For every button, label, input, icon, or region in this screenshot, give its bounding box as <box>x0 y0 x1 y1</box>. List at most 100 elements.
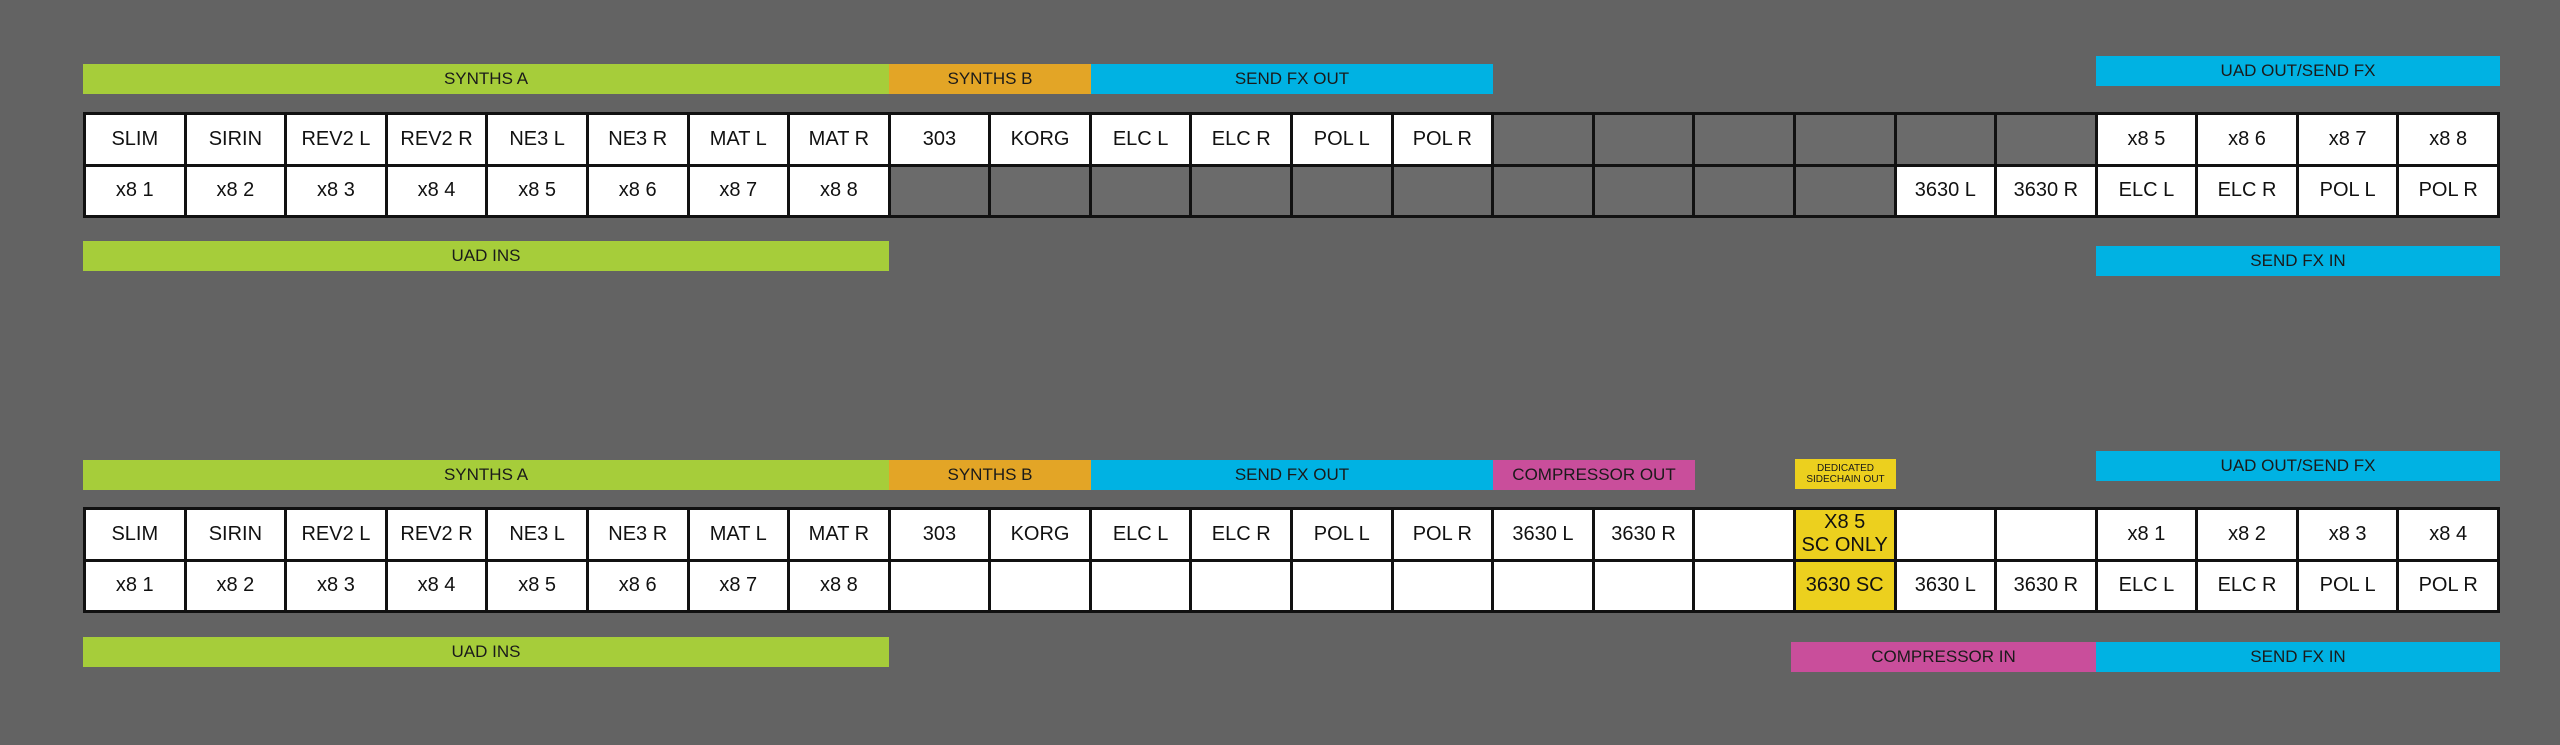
top-jack-row2-col6: x8 6 <box>588 166 687 215</box>
bottom-jack-row2-col2: x8 2 <box>186 561 285 610</box>
bottom-uad-ins-bar: UAD INS <box>83 637 889 667</box>
top-jack-row1-col20 <box>1997 115 2095 164</box>
top-synths-b-bar: SYNTHS B <box>889 64 1091 94</box>
top-jack-row1-col19 <box>1896 115 1995 164</box>
bottom-jack-row2-col9 <box>890 561 989 610</box>
top-jack-row1-col17 <box>1695 115 1793 164</box>
bottom-jack-row1-col18: X8 5 SC ONLY <box>1795 510 1894 559</box>
bottom-jack-row1-col19 <box>1896 510 1995 559</box>
top-uad-out-send-fx-bar: UAD OUT/SEND FX <box>2096 56 2500 86</box>
top-send-fx-out-bar: SEND FX OUT <box>1091 64 1493 94</box>
top-jack-row2-col3: x8 3 <box>287 166 385 215</box>
top-jack-row1-col15 <box>1494 115 1592 164</box>
bottom-jack-row2-col4: x8 4 <box>387 561 486 610</box>
bottom-jack-row1-col16: 3630 R <box>1594 510 1693 559</box>
bottom-dedicated-sidechain-out-bar: DEDICATED SIDECHAIN OUT <box>1795 459 1896 489</box>
bottom-send-fx-in-bar: SEND FX IN <box>2096 642 2500 672</box>
top-uad-ins-label: UAD INS <box>451 246 521 265</box>
bottom-jack-row2-col20: 3630 R <box>1997 561 2095 610</box>
bottom-jack-row1-col17 <box>1695 510 1793 559</box>
top-jack-row1-col4: REV2 R <box>387 115 486 164</box>
top-jack-row2-col8: x8 8 <box>790 166 888 215</box>
top-jack-row1-col1: SLIM <box>86 115 184 164</box>
top-jack-row1-col14: POL R <box>1393 115 1492 164</box>
top-send-fx-in-label: SEND FX IN <box>2250 251 2346 270</box>
top-jack-row2-col21: ELC L <box>2097 166 2196 215</box>
top-jack-row2-col2: x8 2 <box>186 166 285 215</box>
bottom-jack-row2-col24: POL R <box>2399 561 2497 610</box>
bottom-jack-row1-col15: 3630 L <box>1494 510 1592 559</box>
bottom-compressor-in-label: COMPRESSOR IN <box>1871 647 2016 666</box>
top-jack-row2-col15 <box>1494 166 1592 215</box>
bottom-send-fx-out-bar: SEND FX OUT <box>1091 460 1493 490</box>
bottom-jack-row1-col20 <box>1997 510 2095 559</box>
bottom-jack-row2-col21: ELC L <box>2097 561 2196 610</box>
top-uad-ins-bar: UAD INS <box>83 241 889 271</box>
top-jack-row2-col24: POL R <box>2399 166 2497 215</box>
top-jack-row2-col18 <box>1795 166 1894 215</box>
bottom-jack-row1-col7: MAT L <box>689 510 788 559</box>
top-jack-row1-col12: ELC R <box>1192 115 1290 164</box>
bottom-jack-row2-col12 <box>1192 561 1290 610</box>
top-synths-b-label: SYNTHS B <box>947 69 1033 88</box>
top-synths-a-label: SYNTHS A <box>443 69 529 88</box>
bottom-jack-row2-col23: POL L <box>2298 561 2397 610</box>
bottom-jack-row2-col22: ELC R <box>2198 561 2296 610</box>
top-jack-row1-col24: x8 8 <box>2399 115 2497 164</box>
top-jack-row2-col7: x8 7 <box>689 166 788 215</box>
top-jack-row2-col19: 3630 L <box>1896 166 1995 215</box>
top-jack-row2-col11 <box>1091 166 1190 215</box>
bottom-jack-row2-col5: x8 5 <box>488 561 586 610</box>
bottom-jack-row2-col1: x8 1 <box>86 561 184 610</box>
top-send-fx-out-label: SEND FX OUT <box>1234 69 1350 88</box>
bottom-synths-a-bar: SYNTHS A <box>83 460 889 490</box>
bottom-jack-row1-col9: 303 <box>890 510 989 559</box>
bottom-jack-row1-col12: ELC R <box>1192 510 1290 559</box>
bottom-jack-row2-col19: 3630 L <box>1896 561 1995 610</box>
bottom-jack-row2-col14 <box>1393 561 1492 610</box>
bottom-jack-row1-col1: SLIM <box>86 510 184 559</box>
top-jack-row2-col20: 3630 R <box>1997 166 2095 215</box>
top-jack-row2-col1: x8 1 <box>86 166 184 215</box>
bottom-compressor-in-bar: COMPRESSOR IN <box>1791 642 2096 672</box>
bottom-jack-row2-col11 <box>1091 561 1190 610</box>
bottom-send-fx-out-label: SEND FX OUT <box>1234 465 1350 484</box>
bottom-jack-row2-col18: 3630 SC <box>1795 561 1894 610</box>
top-jack-row1-col7: MAT L <box>689 115 788 164</box>
top-jack-row1-col11: ELC L <box>1091 115 1190 164</box>
top-jack-row2-col13 <box>1293 166 1391 215</box>
top-send-fx-in-bar: SEND FX IN <box>2096 246 2500 276</box>
top-synths-a-bar: SYNTHS A <box>83 64 889 94</box>
bottom-synths-a-label: SYNTHS A <box>443 465 529 484</box>
top-jack-row2-col22: ELC R <box>2198 166 2296 215</box>
top-jack-row2-col10 <box>991 166 1089 215</box>
bottom-jack-row2-col15 <box>1494 561 1592 610</box>
bottom-jack-row2-col13 <box>1293 561 1391 610</box>
bottom-dedicated-sidechain-out-label: DEDICATED SIDECHAIN OUT <box>1806 463 1885 485</box>
bottom-jack-row2-col8: x8 8 <box>790 561 888 610</box>
bottom-jack-row1-col10: KORG <box>991 510 1089 559</box>
bottom-jack-row1-col23: x8 3 <box>2298 510 2397 559</box>
bottom-jack-row1-col13: POL L <box>1293 510 1391 559</box>
top-jack-row1-col21: x8 5 <box>2097 115 2196 164</box>
bottom-jack-row1-col22: x8 2 <box>2198 510 2296 559</box>
top-jack-row1-col23: x8 7 <box>2298 115 2397 164</box>
bottom-jack-row1-col21: x8 1 <box>2097 510 2196 559</box>
bottom-jack-row1-col14: POL R <box>1393 510 1492 559</box>
bottom-jack-row1-col3: REV2 L <box>287 510 385 559</box>
top-jack-row2-col5: x8 5 <box>488 166 586 215</box>
bottom-uad-out-send-fx-bar: UAD OUT/SEND FX <box>2096 451 2500 481</box>
top-jack-row2-col23: POL L <box>2298 166 2397 215</box>
top-jack-row2-col9 <box>890 166 989 215</box>
bottom-jack-row1-col4: REV2 R <box>387 510 486 559</box>
top-jack-row2-col16 <box>1594 166 1693 215</box>
top-uad-out-send-fx-label: UAD OUT/SEND FX <box>2220 61 2376 80</box>
bottom-compressor-out-bar: COMPRESSOR OUT <box>1493 460 1695 490</box>
top-jack-row2-col12 <box>1192 166 1290 215</box>
top-jack-row2-col14 <box>1393 166 1492 215</box>
bottom-send-fx-in-label: SEND FX IN <box>2250 647 2346 666</box>
bottom-jack-row1-col24: x8 4 <box>2399 510 2497 559</box>
top-jack-row1-col2: SIRIN <box>186 115 285 164</box>
bottom-jack-row2-col7: x8 7 <box>689 561 788 610</box>
